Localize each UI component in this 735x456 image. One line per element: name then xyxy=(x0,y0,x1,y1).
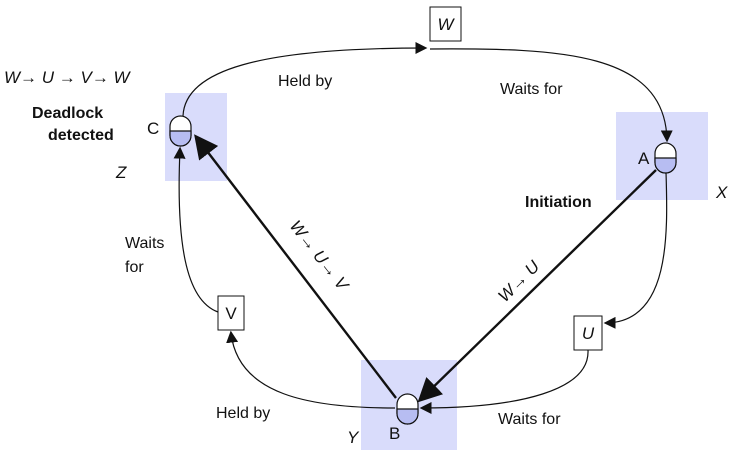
deadlock-label-line2: detected xyxy=(48,127,114,144)
site-x-letter: X xyxy=(715,183,728,202)
object-w-label: W xyxy=(437,15,455,34)
edge-w-to-a-label: Waits for xyxy=(500,81,563,98)
edge-v-to-c-label-line2: for xyxy=(125,259,144,276)
edge-u-to-b-label: Waits for xyxy=(498,411,561,428)
node-b-label: B xyxy=(389,424,400,443)
site-y-letter: Y xyxy=(347,428,360,447)
object-w-box xyxy=(429,6,462,42)
initiation-label: Initiation xyxy=(525,194,592,211)
token-c xyxy=(169,115,192,147)
probe-b-to-c-label: W→ U→ V xyxy=(286,217,353,295)
probe-a-to-b xyxy=(417,169,657,403)
edge-a-to-u xyxy=(603,171,668,329)
object-v-label: V xyxy=(225,304,237,323)
edge-b-to-v-label: Held by xyxy=(216,405,270,422)
deadlock-label-line1: Deadlock xyxy=(32,105,103,122)
token-b xyxy=(396,393,419,425)
edge-u-to-b xyxy=(419,349,589,414)
edge-w-to-a xyxy=(429,48,673,143)
edge-v-to-c xyxy=(173,146,219,313)
edge-c-to-w-label: Held by xyxy=(278,73,332,90)
probe-a-to-b-label: W→ U xyxy=(494,256,543,305)
edge-b-to-v xyxy=(226,330,396,409)
node-a-label: A xyxy=(638,149,650,168)
edge-v-to-c-label-line1: Waits xyxy=(125,235,164,252)
token-a xyxy=(654,142,677,174)
edge-c-to-w xyxy=(182,42,428,117)
object-u-label: U xyxy=(582,324,595,343)
object-v-box xyxy=(217,295,245,331)
site-z-letter: Z xyxy=(115,163,127,182)
final-path-label: W→ U → V→ W xyxy=(4,68,132,87)
node-c-label: C xyxy=(147,119,159,138)
probe-b-to-c xyxy=(194,134,397,399)
